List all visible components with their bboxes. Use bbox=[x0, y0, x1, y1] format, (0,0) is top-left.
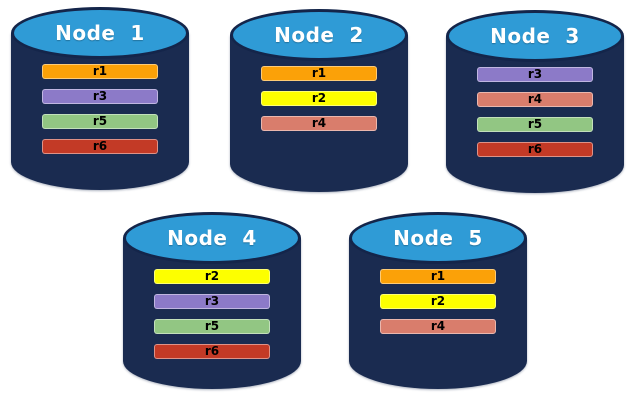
replica-bar-r6: r6 bbox=[477, 142, 593, 157]
node-cylinder-5: Node 5 r1 r2 r4 bbox=[349, 212, 527, 389]
replica-bar-r4: r4 bbox=[380, 319, 496, 334]
cylinder-body bbox=[11, 33, 189, 190]
replica-bar-r5: r5 bbox=[154, 319, 270, 334]
replica-bar-r5: r5 bbox=[42, 114, 158, 129]
replica-bar-r1: r1 bbox=[42, 64, 158, 79]
replica-list: r2 r3 r5 r6 bbox=[123, 269, 301, 359]
replica-bar-r1: r1 bbox=[261, 66, 377, 81]
replica-bar-r2: r2 bbox=[380, 294, 496, 309]
cylinder-body bbox=[230, 35, 408, 192]
cylinder-top: Node 5 bbox=[349, 212, 527, 264]
replica-list: r1 r2 r4 bbox=[230, 66, 408, 131]
replica-bar-r3: r3 bbox=[154, 294, 270, 309]
cylinder-top: Node 2 bbox=[230, 9, 408, 61]
node-cylinder-2: Node 2 r1 r2 r4 bbox=[230, 9, 408, 192]
replica-list: r3 r4 r5 r6 bbox=[446, 67, 624, 157]
node-title: Node 3 bbox=[490, 24, 580, 48]
replica-bar-r5: r5 bbox=[477, 117, 593, 132]
node-cylinder-1: Node 1 r1 r3 r5 r6 bbox=[11, 7, 189, 190]
cylinder-top: Node 1 bbox=[11, 7, 189, 59]
node-title: Node 1 bbox=[55, 21, 145, 45]
replica-bar-r1: r1 bbox=[380, 269, 496, 284]
node-cylinder-4: Node 4 r2 r3 r5 r6 bbox=[123, 212, 301, 389]
replica-bar-r6: r6 bbox=[42, 139, 158, 154]
replica-bar-r2: r2 bbox=[154, 269, 270, 284]
replica-bar-r6: r6 bbox=[154, 344, 270, 359]
replica-bar-r4: r4 bbox=[477, 92, 593, 107]
node-title: Node 2 bbox=[274, 23, 364, 47]
replica-list: r1 r2 r4 bbox=[349, 269, 527, 334]
cylinder-body bbox=[446, 36, 624, 193]
cylinder-top: Node 4 bbox=[123, 212, 301, 264]
node-cylinder-3: Node 3 r3 r4 r5 r6 bbox=[446, 10, 624, 193]
replica-bar-r4: r4 bbox=[261, 116, 377, 131]
replica-bar-r3: r3 bbox=[42, 89, 158, 104]
replica-bar-r3: r3 bbox=[477, 67, 593, 82]
node-title: Node 4 bbox=[167, 226, 257, 250]
node-title: Node 5 bbox=[393, 226, 483, 250]
replica-list: r1 r3 r5 r6 bbox=[11, 64, 189, 154]
cylinder-top: Node 3 bbox=[446, 10, 624, 62]
replica-bar-r2: r2 bbox=[261, 91, 377, 106]
